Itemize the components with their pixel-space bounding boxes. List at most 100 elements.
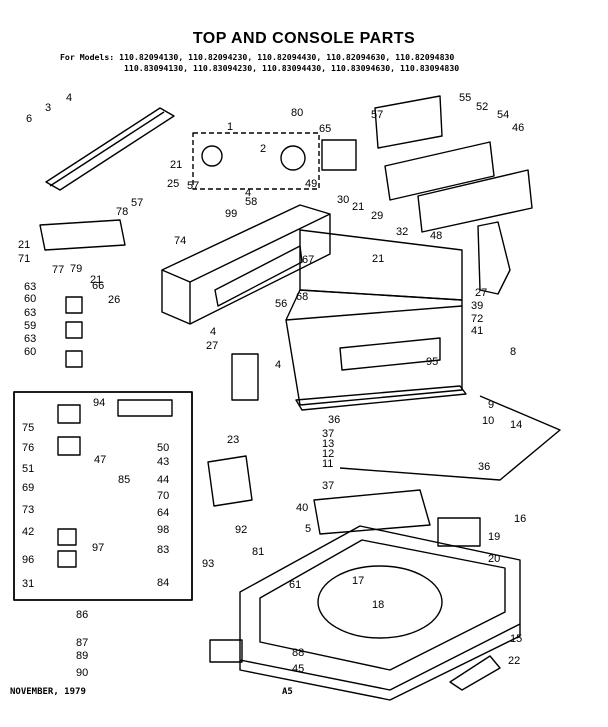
callout-76: 76 [22,442,34,454]
callout-4d: 4 [275,359,281,371]
console-panel-face [189,214,331,325]
callout-92: 92 [235,524,247,536]
callout-42: 42 [22,526,34,538]
callout-84: 84 [157,577,169,589]
selector-knob [201,145,223,167]
callout-29: 29 [371,210,383,222]
callout-16: 16 [514,513,526,525]
callout-44: 44 [157,474,169,486]
callout-4a: 4 [66,92,72,104]
model-list: For Models: 110.82094130, 110.82094230, … [60,52,605,74]
callout-47: 47 [94,454,106,466]
callout-98: 98 [157,524,169,536]
callout-1: 1 [227,121,233,133]
callout-5: 5 [305,523,311,535]
callout-57b: 57 [187,180,199,192]
callout-60b: 60 [24,346,36,358]
models-line-2: 110.83094130, 110.83094230, 110.83094430… [124,63,460,73]
part-94 [117,399,173,417]
callout-31: 31 [22,578,34,590]
callout-79: 79 [70,263,82,275]
control-board [374,95,443,149]
callout-23: 23 [227,434,239,446]
callout-57a: 57 [371,109,383,121]
callout-2: 2 [260,143,266,155]
rear-trim-strip [45,107,175,191]
callout-75: 75 [22,422,34,434]
control-bezel [384,141,495,201]
callout-27a: 27 [475,287,487,299]
callout-27b: 27 [206,340,218,352]
lid-switch [437,517,481,547]
callout-67: 67 [302,254,314,266]
callout-60a: 60 [24,293,36,305]
part-42 [57,528,77,546]
console-panel-side [161,270,191,325]
callout-12: 12 [322,448,334,460]
label-plate [321,139,357,171]
callout-15: 15 [510,633,522,645]
callout-21b: 21 [170,159,182,171]
models-line-1: 110.82094130, 110.82094230, 110.82094430… [119,52,455,62]
callout-4b: 4 [245,187,251,199]
callout-48: 48 [430,230,442,242]
callout-58: 58 [245,196,257,208]
lid-switch-cover [207,455,253,507]
callout-54: 54 [497,109,509,121]
callout-87: 87 [76,637,88,649]
callout-36b: 36 [478,461,490,473]
callout-25: 25 [167,178,179,190]
callout-21e: 21 [372,253,384,265]
page-title: TOP AND CONSOLE PARTS [192,30,416,47]
callout-17: 17 [352,575,364,587]
lid-bumper [449,655,501,691]
switch-part-60 [65,296,83,314]
keypad-plate [417,169,533,233]
footer-page: A5 [282,687,293,697]
callout-52: 52 [476,101,488,113]
callout-36a: 36 [328,414,340,426]
callout-77: 77 [52,264,64,276]
callout-37a: 37 [322,428,334,440]
callout-88: 88 [292,647,304,659]
timer-bracket [39,219,126,251]
callout-71: 71 [18,253,30,265]
wire-harness [339,395,561,481]
callout-74: 74 [174,235,186,247]
callout-14: 14 [510,419,522,431]
console-cover-edge [285,289,463,321]
hinge-bracket [209,639,243,663]
callout-22: 22 [508,655,520,667]
part-96 [57,550,77,568]
callout-9: 9 [488,399,494,411]
callout-13: 13 [322,438,334,450]
callout-97: 97 [92,542,104,554]
console-cover-window [339,337,441,371]
callout-95: 95 [426,356,438,368]
callout-26: 26 [108,294,120,306]
callout-21c: 21 [90,274,102,286]
callout-96: 96 [22,554,34,566]
callout-89: 89 [76,650,88,662]
callout-19: 19 [488,531,500,543]
callout-56: 56 [275,298,287,310]
callout-57c: 57 [131,197,143,209]
footer-date: NOVEMBER, 1979 [10,687,86,697]
callout-99: 99 [225,208,237,220]
callout-59: 59 [24,320,36,332]
callout-63b: 63 [24,307,36,319]
callout-46: 46 [512,122,524,134]
rear-trim-edge [49,111,165,187]
callout-45: 45 [292,663,304,675]
callout-81: 81 [252,546,264,558]
callout-39: 39 [471,300,483,312]
console-end-cap [231,353,259,401]
callout-64: 64 [157,507,169,519]
callout-51: 51 [22,463,34,475]
switch-part-60b [65,350,83,368]
callout-50: 50 [157,442,169,454]
callout-8: 8 [510,346,516,358]
callout-3: 3 [45,102,51,114]
callout-86: 86 [76,609,88,621]
